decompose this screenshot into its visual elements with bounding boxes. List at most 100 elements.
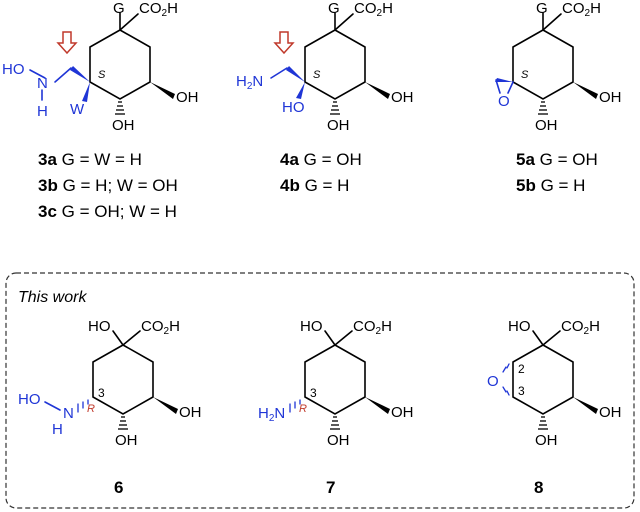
hash-8-epoxide xyxy=(502,363,510,396)
wedge-3-W xyxy=(82,82,90,102)
ring-8 xyxy=(512,344,574,415)
locant-8-2: 2 xyxy=(518,362,525,376)
atom-5-O: O xyxy=(498,93,510,110)
atom-3-N: N xyxy=(37,75,48,92)
label-3a: 3a G = W = H xyxy=(38,150,142,169)
arrow-4 xyxy=(273,31,295,55)
bond-6-N-O xyxy=(44,401,61,411)
locant-7-3: 3 xyxy=(310,386,317,400)
wedge-4-CH2 xyxy=(286,66,305,82)
atom-7-HO-top: HO xyxy=(300,318,323,335)
hash-6-OH xyxy=(118,416,128,430)
atom-7-H2N: H2N xyxy=(258,405,285,424)
atom-4-OH-bottom: OH xyxy=(327,117,350,134)
hash-4-OH xyxy=(330,101,340,115)
structure-3: G CO2H OH OH S HO N H W xyxy=(2,0,199,134)
bond-6-HO xyxy=(112,330,124,346)
atom-3-G: G xyxy=(113,0,125,17)
ring-7 xyxy=(304,344,366,415)
label-7: 7 xyxy=(326,478,335,497)
locant-8-3: 3 xyxy=(518,384,525,398)
arrow-3 xyxy=(56,31,78,55)
label-5a: 5a G = OH xyxy=(516,150,598,169)
wedge-6-OH xyxy=(153,397,178,414)
atom-6-OH-bottom: OH xyxy=(115,432,138,449)
label-3c: 3c G = OH; W = H xyxy=(38,202,177,221)
bond-4-CO2H xyxy=(334,13,354,31)
atom-8-HO-top: HO xyxy=(508,318,531,335)
labels-4: 4a G = OH 4b G = H xyxy=(280,150,362,195)
label-8: 8 xyxy=(534,478,543,497)
ring-4 xyxy=(304,29,366,100)
wedge-8-OH xyxy=(573,397,598,414)
hash-6-N xyxy=(77,399,89,413)
hash-7-OH xyxy=(330,416,340,430)
label-5b: 5b G = H xyxy=(516,176,585,195)
label-6: 6 xyxy=(114,478,123,497)
bond-4-CH2-N xyxy=(270,67,288,79)
atom-5-OH-right: OH xyxy=(599,89,622,106)
wedge-4-OH xyxy=(365,82,390,99)
label-4a: 4a G = OH xyxy=(280,150,362,169)
structure-4: G CO2H OH OH S H2N HO xyxy=(236,0,414,134)
atom-3-OH-bottom: OH xyxy=(112,117,135,134)
bond-5-CO2H xyxy=(542,13,562,31)
stereo-7-R: R xyxy=(299,403,307,415)
wedge-5-OH xyxy=(573,82,598,99)
atom-8-O: O xyxy=(487,373,499,390)
atom-7-OH-right: OH xyxy=(391,404,414,421)
locant-6-3: 3 xyxy=(98,386,105,400)
atom-3-CO2H: CO2H xyxy=(139,0,178,19)
ring-5 xyxy=(512,29,574,100)
atom-6-HO-N: HO xyxy=(18,391,41,408)
stereo-3-S: S xyxy=(98,69,106,81)
atom-4-G: G xyxy=(328,0,340,17)
this-work-title: This work xyxy=(18,289,87,306)
structure-5: G CO2H OH OH S O xyxy=(495,0,622,134)
bond-7-HO xyxy=(324,330,336,346)
bond-3-CO2H xyxy=(119,13,139,31)
bond-3-CH2-N xyxy=(54,67,72,83)
stereo-4-S: S xyxy=(313,69,321,81)
hash-3-OH xyxy=(115,101,125,115)
this-work-box xyxy=(5,272,635,509)
atom-7-OH-bottom: OH xyxy=(327,432,350,449)
wedge-3-OH xyxy=(150,82,175,99)
wedge-4-HO xyxy=(296,82,305,99)
wedge-3-CH2 xyxy=(70,66,90,82)
label-4b: 4b G = H xyxy=(280,176,349,195)
stereo-5-S: S xyxy=(521,69,529,81)
bond-3-N-O xyxy=(29,69,46,79)
atom-6-OH-right: OH xyxy=(179,404,202,421)
atom-4-CO2H: CO2H xyxy=(354,0,393,19)
stereo-6-R: R xyxy=(87,403,95,415)
hash-8-OH xyxy=(538,416,548,430)
bond-5-epoxide-CO2 xyxy=(507,81,514,94)
atom-8-OH-bottom: OH xyxy=(535,432,558,449)
labels-5: 5a G = OH 5b G = H xyxy=(516,150,598,195)
atom-3-OH-right: OH xyxy=(176,89,199,106)
atom-6-N: N xyxy=(63,405,74,422)
ring-6 xyxy=(92,344,154,415)
atom-3-HO: HO xyxy=(2,61,25,78)
structure-7: HO CO2H OH OH 3 R H2N 7 xyxy=(258,318,414,497)
atom-5-OH-bottom: OH xyxy=(535,117,558,134)
structure-6: HO CO2H OH OH 3 R HO N H 6 xyxy=(18,318,202,497)
atom-5-CO2H: CO2H xyxy=(562,0,601,19)
bond-7-CO2H xyxy=(334,330,353,346)
wedge-7-OH xyxy=(365,397,390,414)
hash-7-N xyxy=(289,399,301,413)
label-3b: 3b G = H; W = OH xyxy=(38,176,178,195)
atom-3-H: H xyxy=(37,103,48,120)
atom-8-CO2H: CO2H xyxy=(561,318,600,337)
structure-8: HO CO2H OH OH 2 3 O 8 xyxy=(487,318,622,497)
bond-6-CO2H xyxy=(122,330,141,346)
hash-5-OH xyxy=(538,101,548,115)
atom-3-W: W xyxy=(70,101,85,118)
atom-4-H2N: H2N xyxy=(236,73,263,92)
atom-6-HO-top: HO xyxy=(88,318,111,335)
ring-3 xyxy=(89,29,151,100)
atom-5-G: G xyxy=(536,0,548,17)
atom-7-CO2H: CO2H xyxy=(353,318,392,337)
